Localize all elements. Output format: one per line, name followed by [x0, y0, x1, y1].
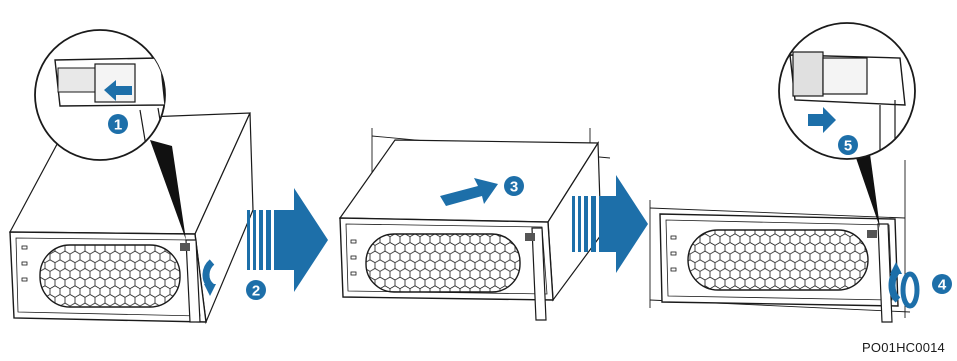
vent-grille — [688, 230, 868, 290]
svg-text:2: 2 — [252, 283, 260, 300]
vent-grille — [40, 245, 180, 307]
step-badge-1: 1 — [108, 114, 128, 134]
step-badge-5: 5 — [838, 135, 858, 155]
svg-text:1: 1 — [114, 117, 122, 134]
vent-grille — [366, 234, 520, 292]
figure-code: PO01HC0014 — [862, 340, 945, 355]
step-badge-2: 2 — [246, 280, 266, 300]
svg-text:4: 4 — [938, 277, 947, 294]
module-2 — [340, 128, 610, 320]
rotate-up-icon — [890, 262, 917, 306]
svg-text:3: 3 — [510, 179, 518, 196]
transition-arrow-icon — [247, 188, 328, 292]
svg-text:5: 5 — [844, 138, 852, 155]
step-badge-4: 4 — [932, 274, 952, 294]
step-badge-3: 3 — [504, 176, 524, 196]
